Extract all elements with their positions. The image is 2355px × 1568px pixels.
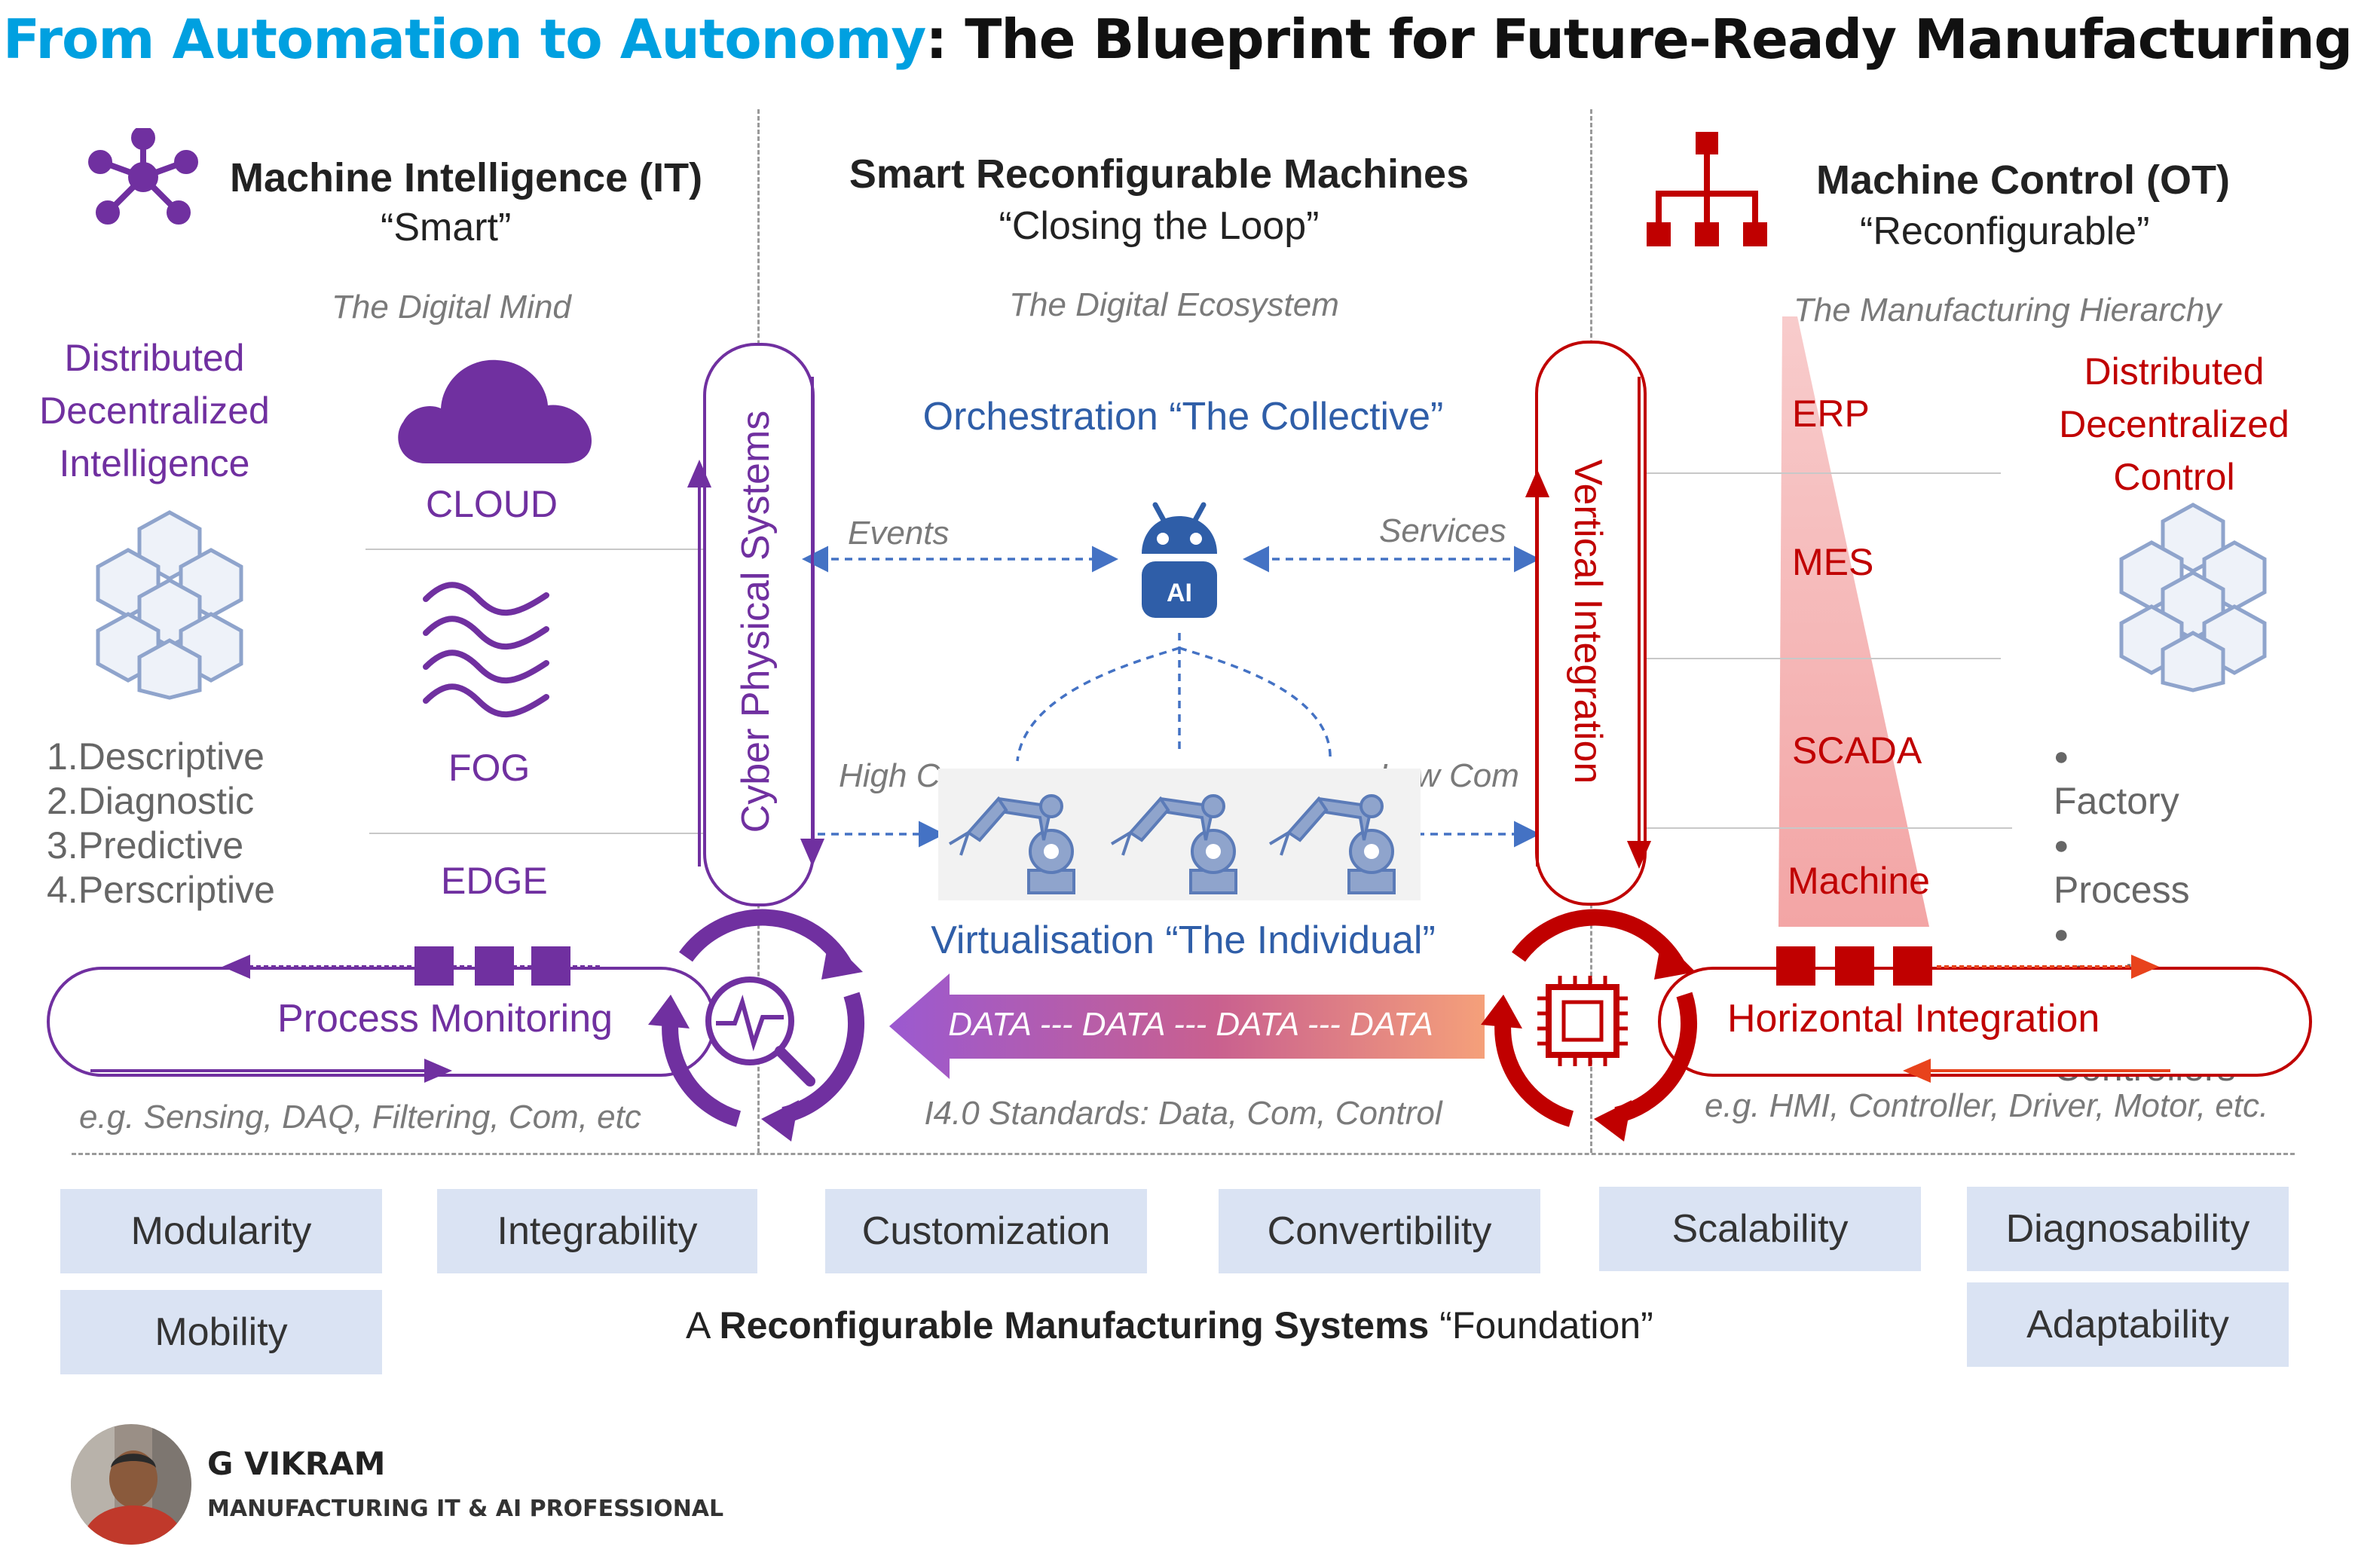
process-monitoring-label: Process Monitoring — [277, 997, 613, 1041]
author-name: G VIKRAM — [207, 1445, 386, 1482]
foundation-divider — [72, 1153, 2295, 1155]
monitoring-icon — [648, 909, 865, 1142]
cloud-icon — [398, 359, 592, 463]
data-packet-icon — [531, 946, 570, 986]
robot-arm-icon — [938, 769, 1100, 900]
left-side-title-line: Distributed — [64, 337, 245, 379]
services-label: Services — [1379, 512, 1506, 549]
data-packet-icon — [1776, 946, 1815, 986]
center-footnote: I4.0 Standards: Data, Com, Control — [924, 1095, 1442, 1132]
data-packet-icon — [1893, 946, 1932, 986]
hierarchy-erp: ERP — [1792, 393, 1870, 435]
robot-arm-icon — [1100, 769, 1262, 900]
foundation-box-integrability: Integrability — [437, 1189, 757, 1273]
foundation-caption-suffix: “Foundation” — [1429, 1304, 1653, 1346]
analytics-item: 4.Perscriptive — [47, 869, 275, 911]
foundation-box-diagnosability: Diagnosability — [1967, 1187, 2289, 1271]
org-chart-icon — [1647, 132, 1767, 246]
foundation-box-mobility: Mobility — [60, 1290, 382, 1374]
left-side-title-line: Decentralized — [39, 390, 270, 432]
foundation-box-adaptability: Adaptability — [1967, 1282, 2289, 1367]
hierarchy-mes: MES — [1792, 541, 1874, 583]
foundation-box-modularity: Modularity — [60, 1189, 382, 1273]
cube-cluster-icon — [2119, 503, 2267, 692]
foundation-box-customization: Customization — [825, 1189, 1147, 1273]
horizontal-integration-label: Horizontal Integration — [1727, 997, 2100, 1041]
hierarchy-divider — [1643, 658, 2001, 659]
data-packet-icon — [1835, 946, 1874, 986]
foundation-caption: A Reconfigurable Manufacturing Systems “… — [686, 1304, 1653, 1347]
right-side-title-line: Decentralized — [2059, 403, 2289, 445]
hierarchy-wedge — [1778, 316, 1929, 927]
cube-cluster-icon — [96, 510, 243, 700]
levels-item: ●Process — [2054, 824, 2236, 912]
left-subheading: “Smart” — [381, 206, 512, 249]
right-footnote: e.g. HMI, Controller, Driver, Motor, etc… — [1705, 1087, 2269, 1124]
center-subheading: “Closing the Loop” — [999, 204, 1320, 248]
events-label: Events — [848, 515, 950, 552]
right-side-title-line: Distributed — [2084, 350, 2265, 393]
cyber-physical-pillar — [703, 343, 815, 906]
data-flow-arrow — [889, 974, 1485, 1079]
ai-robot-icon: AI — [1142, 502, 1217, 618]
robot-arm-icon — [1259, 769, 1421, 900]
right-side-title: Distributed Decentralized Control — [2042, 345, 2306, 503]
hierarchy-machine: Machine — [1788, 860, 1930, 902]
right-caption: The Manufacturing Hierarchy — [1794, 292, 2222, 329]
data-packet-icon — [475, 946, 514, 986]
author-role: MANUFACTURING IT & AI PROFESSIONAL — [207, 1496, 724, 1522]
page-title: From Automation to Autonomy: The Bluepri… — [0, 8, 2355, 71]
left-caption: The Digital Mind — [332, 289, 571, 326]
orchestration-label: Orchestration “The Collective” — [922, 395, 1444, 439]
analytics-list: 1.Descriptive 2.Diagnostic 3.Predictive … — [47, 735, 275, 912]
center-caption: The Digital Ecosystem — [1009, 286, 1339, 323]
foundation-box-convertibility: Convertibility — [1219, 1189, 1540, 1273]
hierarchy-divider — [1643, 472, 2001, 474]
hierarchy-divider — [1643, 827, 2012, 829]
levels-item-label: Factory — [2054, 780, 2179, 822]
left-heading: Machine Intelligence (IT) — [230, 155, 703, 200]
data-flow-label: DATA --- DATA --- DATA --- DATA — [948, 1006, 1433, 1043]
foundation-caption-prefix: A — [686, 1304, 720, 1346]
vertical-integration-pillar — [1535, 341, 1647, 906]
layer-divider — [365, 549, 705, 550]
fog-waves-icon — [423, 582, 549, 718]
center-heading: Smart Reconfigurable Machines — [849, 151, 1470, 197]
levels-item-label: Process — [2054, 869, 2190, 911]
layer-cloud: CLOUD — [426, 483, 558, 525]
layer-edge: EDGE — [441, 860, 548, 902]
analytics-item: 3.Predictive — [47, 824, 244, 867]
foundation-caption-bold: Reconfigurable Manufacturing Systems — [719, 1304, 1430, 1346]
right-heading: Machine Control (OT) — [1816, 157, 2230, 203]
title-highlight: From Automation to Autonomy — [2, 8, 926, 71]
left-side-title-line: Intelligence — [59, 442, 250, 484]
analytics-item: 1.Descriptive — [47, 735, 265, 778]
layer-fog: FOG — [448, 747, 531, 789]
layer-divider — [369, 833, 705, 834]
left-side-title: Distributed Decentralized Intelligence — [30, 332, 279, 490]
chip-icon — [1481, 909, 1698, 1142]
right-subheading: “Reconfigurable” — [1860, 209, 2150, 253]
data-packet-icon — [414, 946, 454, 986]
title-rest: : The Blueprint for Future-Ready Manufac… — [925, 8, 2353, 71]
network-hub-icon — [88, 128, 198, 225]
hierarchy-scada: SCADA — [1792, 729, 1922, 772]
ai-label: AI — [1167, 579, 1192, 607]
foundation-box-scalability: Scalability — [1599, 1187, 1921, 1271]
virtualisation-label: Virtualisation “The Individual” — [931, 918, 1436, 962]
left-footnote: e.g. Sensing, DAQ, Filtering, Com, etc — [79, 1099, 641, 1136]
levels-item: ●Factory — [2054, 735, 2236, 824]
right-side-title-line: Control — [2113, 456, 2235, 498]
analytics-item: 2.Diagnostic — [47, 780, 255, 822]
avatar — [71, 1424, 191, 1545]
horizontal-integration-loop — [1658, 967, 2312, 1077]
